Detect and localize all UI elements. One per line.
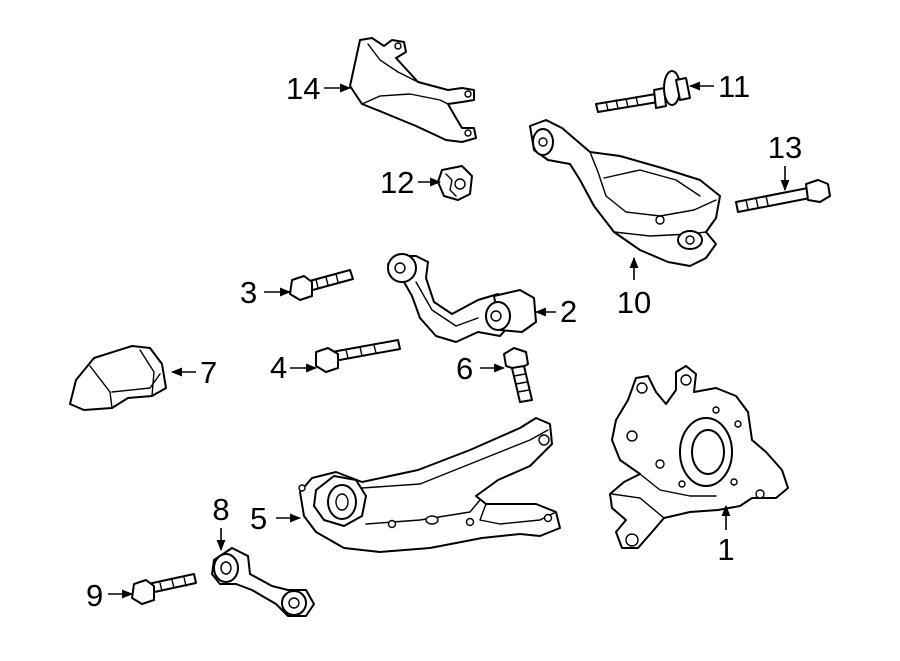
part-7-cover: [69, 345, 167, 411]
part-9-bolt: [131, 573, 197, 605]
callout-13: 13: [768, 130, 802, 165]
callout-6: 6: [456, 351, 473, 386]
part-11-cam-bolt: [595, 70, 691, 113]
part-6-bolt: [503, 347, 533, 403]
part-12-bushing: [437, 165, 473, 201]
callout-labels: 1 2 3 4 5 6 7 8 9 10 11 12 13 14: [86, 69, 802, 613]
part-1-knuckle: [609, 365, 789, 549]
part-5-lower-arm: [298, 417, 561, 553]
part-10-upper-arm: [529, 119, 721, 267]
callout-11: 11: [718, 69, 750, 104]
part-4-bolt: [315, 339, 401, 373]
part-13-bolt: [735, 179, 831, 213]
callout-7: 7: [200, 355, 217, 390]
part-14-bracket: [349, 37, 477, 143]
callout-14: 14: [286, 71, 320, 106]
callout-12: 12: [380, 165, 414, 200]
callout-1: 1: [717, 532, 734, 567]
callout-4: 4: [270, 350, 287, 385]
callout-2: 2: [560, 294, 577, 329]
callout-8: 8: [212, 492, 229, 527]
callout-leaders: [108, 81, 790, 599]
callout-9: 9: [86, 578, 103, 613]
part-3-bolt: [289, 269, 354, 301]
callout-5: 5: [250, 501, 267, 536]
part-8-link: [211, 547, 315, 617]
callout-10: 10: [617, 285, 651, 320]
callout-3: 3: [240, 275, 257, 310]
part-2-lateral-link: [387, 253, 537, 343]
